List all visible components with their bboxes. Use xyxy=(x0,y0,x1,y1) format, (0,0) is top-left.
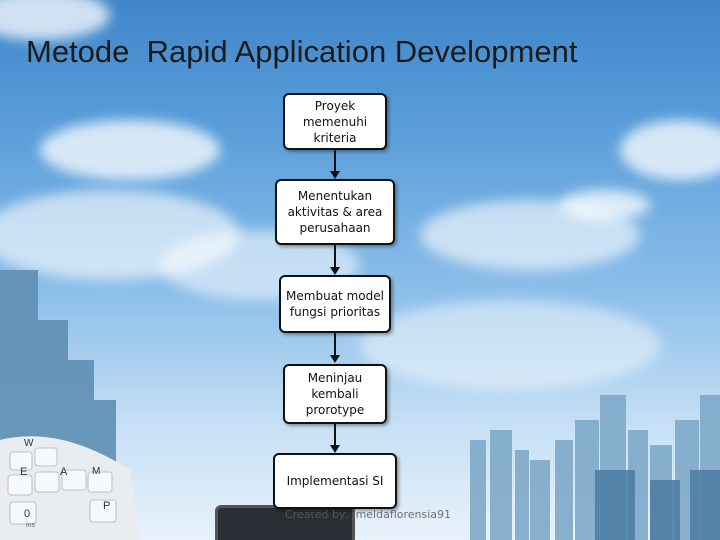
flow-step-3: Membuat model fungsi prioritas xyxy=(279,275,391,333)
flow-step-label: Implementasi SI xyxy=(286,474,384,488)
slide-title: Metode Rapid Application Development xyxy=(26,34,578,69)
footer-credit: Created by, imeldaflorensia91 xyxy=(285,508,452,521)
flow-arrowhead xyxy=(330,355,340,363)
flow-arrow xyxy=(334,424,336,446)
flow-step-label: Proyek memenuhi kriteria xyxy=(302,98,368,145)
cloud xyxy=(360,300,660,390)
flow-step-label: Meninjau kembali prorotype xyxy=(305,371,365,417)
flow-step-label: Menentukan aktivitas & area perusahaan xyxy=(287,189,383,235)
keyboard-key-label: E xyxy=(20,466,28,478)
cloud xyxy=(40,120,220,180)
flow-step-label: Membuat model fungsi prioritas xyxy=(286,289,384,319)
cloud xyxy=(560,190,650,220)
flow-step-1: Proyek memenuhi kriteria xyxy=(283,93,387,150)
flow-arrow xyxy=(334,150,336,172)
flow-arrowhead xyxy=(330,171,340,179)
flow-arrowhead xyxy=(330,267,340,275)
flow-step-2: Menentukan aktivitas & area perusahaan xyxy=(275,179,395,245)
flow-arrowhead xyxy=(330,445,340,453)
flow-arrow xyxy=(334,245,336,268)
keyboard-key-label: P xyxy=(103,500,111,512)
keyboard-key-subtext: ins xyxy=(26,522,35,529)
flow-arrow xyxy=(334,333,336,356)
flow-step-5: Implementasi SI xyxy=(273,453,397,509)
cloud xyxy=(620,120,720,180)
keyboard-key-label: 0 xyxy=(24,508,31,520)
keyboard-key-label: A xyxy=(60,466,68,478)
keyboard-key-label: M xyxy=(92,466,101,477)
keyboard-key-label: W xyxy=(24,438,34,449)
keyboard-illustration xyxy=(0,436,140,540)
flow-step-4: Meninjau kembali prorotype xyxy=(283,364,387,424)
